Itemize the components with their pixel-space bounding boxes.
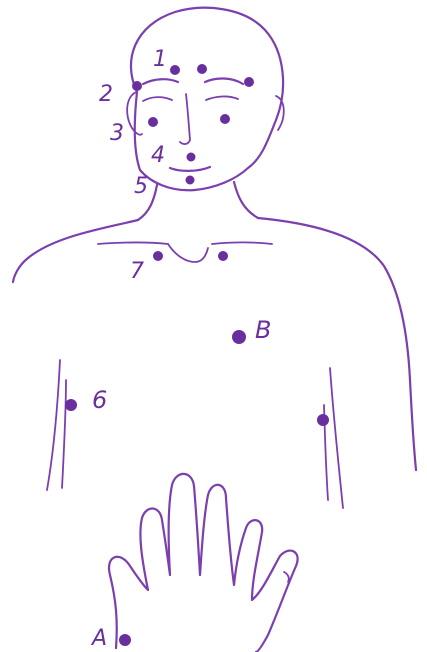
label-point-b: B: [255, 316, 271, 344]
left-torso-side-inner: [62, 380, 66, 488]
hand-outline: [109, 474, 298, 652]
label-point-7: 7: [130, 259, 144, 284]
left-eye: [143, 97, 172, 101]
point-7-dot-right[interactable]: [218, 251, 228, 261]
right-shoulder-arm: [258, 218, 416, 470]
point-6-dot-right[interactable]: [317, 414, 329, 426]
label-point-6: 6: [92, 386, 107, 414]
left-collarbone: [98, 243, 168, 245]
label-point-a: A: [90, 626, 107, 651]
neck-right: [234, 182, 258, 218]
left-torso-side-outer: [47, 360, 60, 490]
point-3-dot-right[interactable]: [220, 114, 230, 124]
point-a-dot[interactable]: [119, 634, 131, 646]
mouth: [170, 167, 210, 171]
point-1-dot-right[interactable]: [197, 64, 207, 74]
nose: [180, 94, 190, 144]
thumb-crease: [284, 572, 289, 582]
right-collarbone: [212, 243, 272, 245]
point-1-dot-left[interactable]: [170, 65, 180, 75]
label-point-4: 4: [151, 143, 165, 168]
right-eyebrow: [205, 78, 243, 84]
point-5-dot[interactable]: [186, 176, 195, 185]
point-4-dot[interactable]: [187, 153, 196, 162]
right-ear: [276, 96, 284, 130]
point-2-dot-right[interactable]: [244, 77, 254, 87]
label-point-5: 5: [134, 174, 148, 199]
label-point-1: 1: [153, 47, 167, 72]
right-torso-side-outer: [330, 368, 343, 508]
right-eye: [206, 96, 238, 100]
point-7-dot-left[interactable]: [153, 251, 163, 261]
point-b-dot[interactable]: [232, 330, 246, 344]
point-3-dot-left[interactable]: [148, 117, 158, 127]
point-2-dot-left[interactable]: [132, 81, 142, 91]
left-eyebrow: [143, 79, 178, 84]
left-shoulder-arm: [13, 220, 138, 282]
label-point-3: 3: [110, 121, 124, 146]
label-point-2: 2: [99, 82, 113, 107]
point-6-dot-left[interactable]: [65, 399, 77, 411]
sternal-notch: [168, 244, 208, 262]
